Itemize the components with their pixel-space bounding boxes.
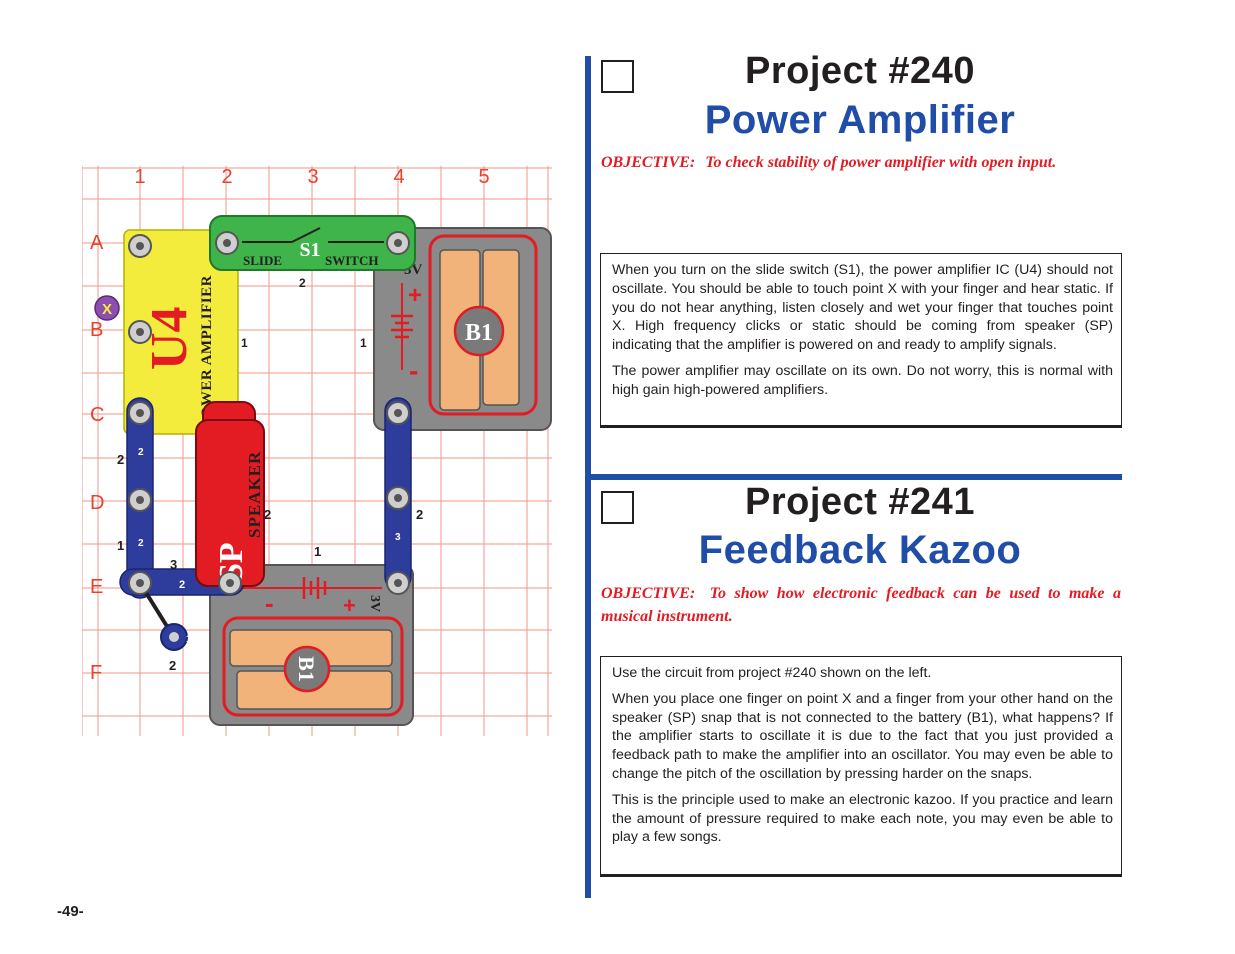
svg-text:2: 2: [138, 538, 144, 549]
project-240-subtitle: Power Amplifier: [704, 98, 1016, 142]
u4-pin-1: 1: [241, 336, 248, 350]
battery-b1-top: B1 3V + -: [373, 227, 552, 431]
row-label-e: E: [90, 576, 103, 598]
svg-text:1: 1: [186, 634, 192, 645]
point-x[interactable]: X: [94, 295, 120, 321]
u4-snaps: [128, 234, 152, 344]
s1-left-text: SLIDE: [243, 253, 282, 268]
page-number: -49-: [57, 903, 84, 920]
s1-pin-2: 2: [299, 276, 306, 290]
objective-label: OBJECTIVE:: [601, 585, 696, 602]
pin-label-sp-2: 2: [264, 507, 271, 522]
pin-label-e-3: 3: [170, 557, 177, 572]
b1-label-bottom: B1: [294, 656, 319, 682]
project-241-instructions: Use the circuit from project #240 shown …: [600, 656, 1122, 877]
circuit-diagram: 1 2 3 4 5 A B C D E F U4 POWER AMPLIFIER…: [82, 166, 552, 736]
pin-label-b1-1: 1: [314, 544, 321, 559]
column-label-1: 1: [134, 166, 145, 188]
s1-slide-switch: S1 SLIDE SWITCH: [209, 215, 416, 271]
objective-text: To show how electronic feedback can be u…: [601, 585, 1121, 625]
sp-text: SPEAKER: [245, 451, 264, 538]
blue-horizontal-divider: [591, 474, 1122, 480]
battery-b1-bottom: B1 - + 3V: [209, 564, 414, 726]
u4-label: U4: [141, 306, 198, 370]
b1-label-top: B1: [465, 320, 493, 346]
column-label-2: 2: [221, 166, 232, 188]
project-240-title: Project #240: [745, 50, 975, 92]
paragraph: Use the circuit from project #240 shown …: [612, 665, 932, 681]
row-label-d: D: [90, 492, 104, 514]
u4-power-amplifier: U4 POWER AMPLIFIER 1 1 2: [123, 229, 367, 435]
b1-minus-top: -: [409, 355, 418, 386]
column-label-5: 5: [478, 166, 489, 188]
objective-label: OBJECTIVE:: [601, 154, 696, 171]
s1-right-text: SWITCH: [325, 253, 378, 268]
s1-pin-1: 1: [360, 336, 367, 350]
pin-label-d-e: 1: [117, 538, 124, 553]
row-label-b: B: [90, 319, 103, 341]
svg-text:2: 2: [138, 447, 144, 458]
svg-text:2: 2: [179, 579, 185, 591]
row-label-c: C: [90, 404, 104, 426]
u4-text: POWER AMPLIFIER: [199, 275, 215, 428]
s1-label: S1: [299, 239, 320, 261]
b1-plus-top: +: [408, 282, 422, 309]
pin-label-right-2: 2: [416, 507, 423, 522]
objective-text: To check stability of power amplifier wi…: [705, 154, 1057, 171]
project-241-subtitle: Feedback Kazoo: [698, 528, 1022, 572]
project-240-checkbox[interactable]: [601, 60, 634, 93]
paragraph: This is the principle used to make an el…: [612, 791, 1113, 846]
row-label-f: F: [90, 662, 102, 684]
sp-speaker: SP SPEAKER: [195, 401, 265, 587]
project-240-objective: OBJECTIVE: To check stability of power a…: [601, 151, 1121, 174]
svg-text:3: 3: [395, 532, 401, 543]
project-241-checkbox[interactable]: [601, 491, 634, 524]
project-241-title: Project #241: [745, 481, 975, 523]
b1-minus-bottom: -: [265, 588, 274, 618]
paragraph: The power amplifier may oscillate on its…: [612, 362, 1113, 398]
column-label-3: 3: [307, 166, 318, 188]
paragraph: When you place one finger on point X and…: [612, 690, 1113, 782]
pin-label-f-2: 2: [169, 658, 176, 673]
row-label-a: A: [90, 232, 104, 254]
project-240-instructions: When you turn on the slide switch (S1), …: [600, 253, 1122, 428]
b1-voltage-bottom: 3V: [367, 595, 382, 612]
paragraph: When you turn on the slide switch (S1), …: [612, 262, 1113, 354]
wire-snaps: [128, 401, 410, 595]
b1-plus-bottom: +: [343, 593, 356, 618]
column-label-4: 4: [393, 166, 404, 188]
svg-text:X: X: [102, 301, 112, 318]
pin-label-c-d: 2: [117, 452, 124, 467]
project-241-objective: OBJECTIVE: To show how electronic feedba…: [601, 582, 1121, 628]
blue-vertical-bar: [585, 56, 591, 898]
